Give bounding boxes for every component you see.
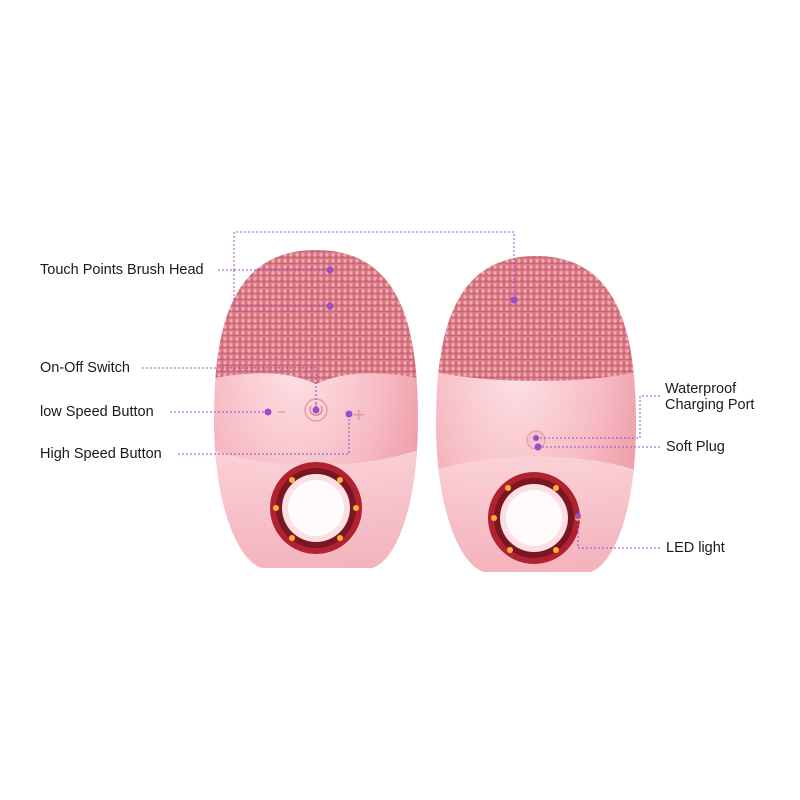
callout-lines	[142, 231, 660, 549]
label-waterproof: Waterproof	[665, 381, 737, 397]
front-device	[214, 250, 418, 568]
label-touch-points-brush-head: Touch Points Brush Head	[40, 262, 204, 278]
back-device	[436, 256, 636, 572]
minus-glyph: −	[276, 405, 287, 420]
label-on-off-switch: On-Off Switch	[40, 360, 130, 376]
brush-head	[214, 250, 418, 384]
plus-glyph: +	[352, 405, 365, 424]
label-high-speed-button: High Speed Button	[40, 446, 162, 462]
callout-dots	[264, 266, 581, 519]
label-low-speed-button: low Speed Button	[40, 404, 154, 420]
label-led-light: LED light	[666, 540, 725, 556]
label-charging-port: Charging Port	[665, 397, 755, 413]
label-soft-plug: Soft Plug	[666, 439, 725, 455]
brush-head-back	[436, 256, 636, 381]
